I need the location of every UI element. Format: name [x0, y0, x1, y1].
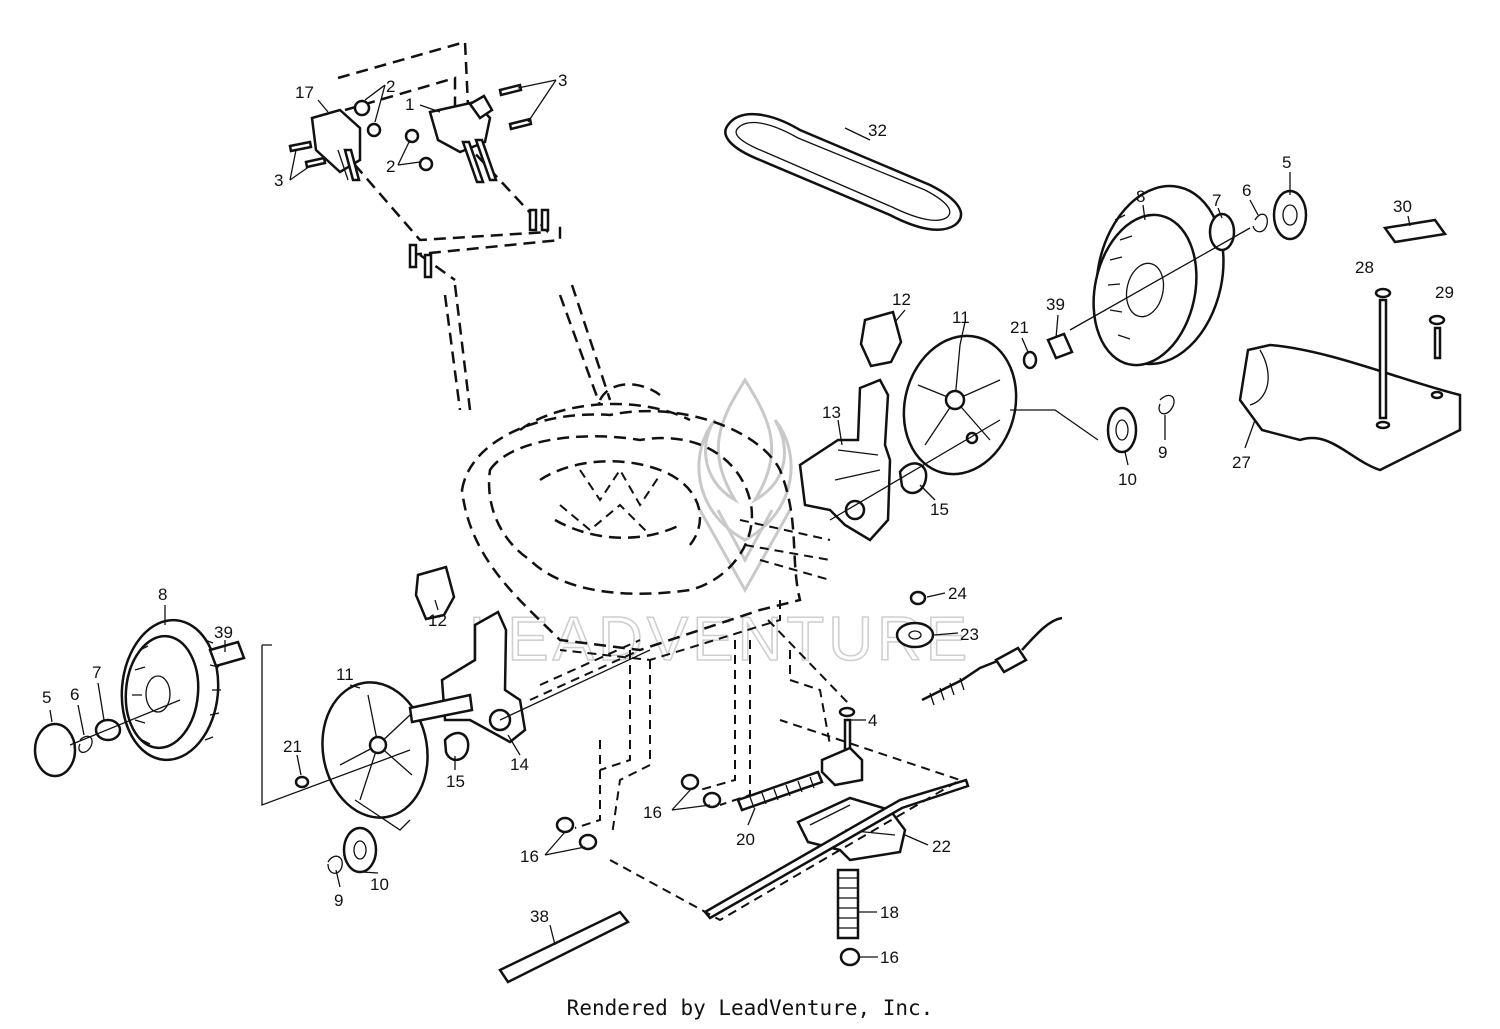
- callout-9: 9: [334, 891, 343, 910]
- drive-gear-right: [1106, 406, 1138, 454]
- screw-icon: [508, 117, 533, 131]
- cable-fitting: [994, 646, 1028, 674]
- callout-10: 10: [370, 875, 389, 894]
- callout-38: 38: [530, 907, 549, 926]
- control-cable: [1021, 616, 1063, 651]
- callout-7: 7: [92, 663, 101, 682]
- spacer-39-left: [208, 640, 246, 668]
- screw-icon: [498, 83, 523, 97]
- callout-21: 21: [283, 737, 302, 756]
- washer-15-left: [443, 731, 470, 761]
- callout-23: 23: [960, 625, 979, 644]
- callout-27: 27: [1232, 453, 1251, 472]
- right-wheel-assembly: [798, 184, 1308, 542]
- watermark-text: LEADVENTURE: [469, 605, 971, 674]
- callout-39: 39: [214, 623, 233, 642]
- callout-39: 39: [1046, 295, 1065, 314]
- callout-15: 15: [930, 500, 949, 519]
- spring-18: [836, 868, 860, 940]
- left-wheel-assembly: [33, 565, 651, 874]
- callout-30: 30: [1393, 197, 1412, 216]
- leadventure-watermark: LEADVENTURE: [468, 377, 971, 675]
- callout-2: 2: [386, 77, 395, 96]
- callout-16: 16: [643, 803, 662, 822]
- callout-1: 1: [405, 95, 414, 114]
- callout-13: 13: [822, 403, 841, 422]
- callout-5: 5: [42, 688, 51, 707]
- drive-gear-left: [342, 826, 378, 874]
- callout-28: 28: [1355, 258, 1374, 277]
- pulley-23: [895, 621, 935, 649]
- transmission-assembly: [498, 519, 1063, 984]
- washer-15-right: [898, 462, 928, 495]
- screw-icon: [304, 156, 327, 169]
- callout-4: 4: [868, 711, 877, 730]
- callout-17: 17: [295, 83, 314, 102]
- nut-icon: [353, 99, 371, 117]
- callout-18: 18: [880, 903, 899, 922]
- handle-assembly: [337, 40, 612, 411]
- nut-icon: [555, 816, 575, 834]
- callout-labels: 17 2 2 1 3 3 32 5 8 7 6 30 28 29 12 11 2…: [42, 71, 1454, 967]
- nut-icon: [680, 773, 700, 791]
- nut-16-bottom: [839, 947, 861, 967]
- callout-2: 2: [386, 157, 395, 176]
- callout-16: 16: [880, 948, 899, 967]
- label-30: [1382, 218, 1448, 244]
- axle-shaft: [703, 778, 970, 920]
- callout-11: 11: [336, 665, 354, 684]
- nut-icon: [578, 833, 598, 851]
- spring-20: [736, 770, 824, 812]
- nut-icon: [702, 791, 722, 809]
- callout-24: 24: [948, 584, 967, 603]
- callout-10: 10: [1118, 470, 1137, 489]
- drive-bracket-right: [798, 378, 892, 542]
- bolt-29: [1433, 326, 1442, 360]
- callout-3: 3: [558, 71, 567, 90]
- callout-15: 15: [446, 772, 465, 791]
- callout-16: 16: [520, 847, 539, 866]
- callout-21: 21: [1010, 318, 1029, 337]
- callout-22: 22: [932, 837, 951, 856]
- callout-32: 32: [868, 121, 887, 140]
- nut-icon: [366, 122, 382, 138]
- rear-trim-27: [1238, 343, 1462, 472]
- callout-8: 8: [1136, 187, 1145, 206]
- callout-14: 14: [510, 755, 529, 774]
- hub-cap-right: [1272, 189, 1308, 241]
- callout-12: 12: [892, 290, 911, 309]
- nut-icon: [418, 156, 434, 172]
- callout-20: 20: [736, 830, 755, 849]
- nut-24: [909, 590, 927, 606]
- callout-8: 8: [158, 585, 167, 604]
- footer-credit: Rendered by LeadVenture, Inc.: [566, 996, 934, 1020]
- callout-5: 5: [1282, 153, 1291, 172]
- hub-cap-left: [33, 722, 77, 778]
- callout-9: 9: [1158, 443, 1167, 462]
- callout-6: 6: [1242, 181, 1251, 200]
- callout-12: 12: [428, 611, 447, 630]
- v-logo-icon: [698, 509, 792, 594]
- cover-12-left: [414, 565, 456, 621]
- rod-38: [498, 910, 630, 984]
- screw-icon: [288, 140, 313, 153]
- bolt-28: [1378, 298, 1388, 420]
- flame-logo-icon: [697, 377, 793, 542]
- callout-6: 6: [70, 685, 79, 704]
- callout-11: 11: [952, 308, 970, 327]
- callout-7: 7: [1212, 191, 1221, 210]
- cover-12-right: [859, 310, 903, 368]
- mower-deck-outline: [460, 383, 802, 662]
- control-housings: [288, 83, 533, 184]
- rear-panel: [1238, 218, 1462, 472]
- spacer-39-right: [1046, 332, 1074, 360]
- nut-icon: [404, 128, 420, 144]
- callout-3: 3: [274, 171, 283, 190]
- leader-lines: [49, 79, 1411, 958]
- drive-belt: [724, 112, 963, 231]
- callout-29: 29: [1435, 283, 1454, 302]
